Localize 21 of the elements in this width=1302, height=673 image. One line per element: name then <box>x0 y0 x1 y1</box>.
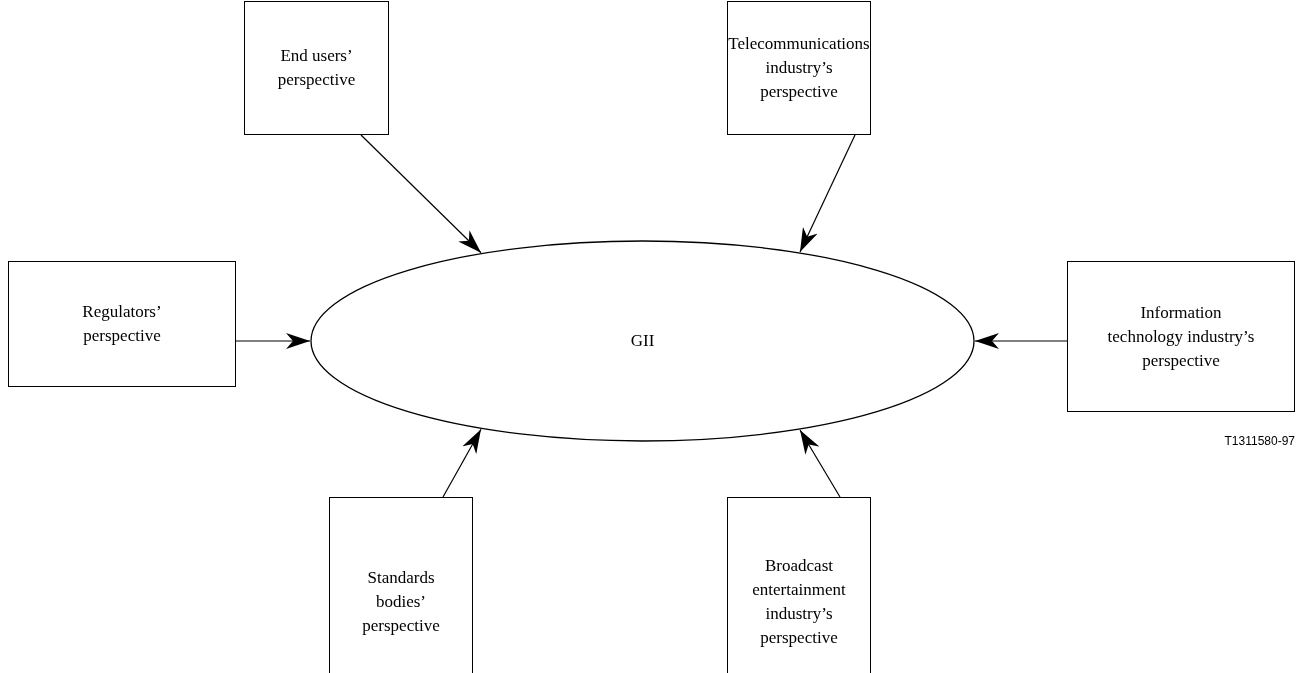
arrow <box>360 134 482 254</box>
perspective-box <box>244 1 389 135</box>
node-text: End users’ perspective <box>276 45 357 91</box>
perspective-box <box>727 1 871 135</box>
perspective-box <box>8 261 236 387</box>
arrow <box>799 134 856 253</box>
node-text: Regulators’ perspective <box>81 301 163 347</box>
node-text: Telecommunications industry’s perspective <box>727 33 871 103</box>
arrow <box>442 428 482 498</box>
perspective-box <box>329 497 473 673</box>
ellipse-node <box>310 240 975 442</box>
node-text: Information technology industry’s perspective <box>1106 301 1256 372</box>
arrow <box>799 429 841 498</box>
node-text: Standards bodies’ perspective <box>361 567 441 637</box>
perspective-box <box>1067 261 1295 412</box>
node-text: GII <box>629 330 656 352</box>
node-text: Broadcast entertainment industry’s perspective <box>751 555 847 649</box>
perspective-box <box>727 497 871 673</box>
arrow <box>974 333 1068 349</box>
figure-number: T1311580-97 <box>1224 434 1295 448</box>
arrow <box>235 333 311 349</box>
